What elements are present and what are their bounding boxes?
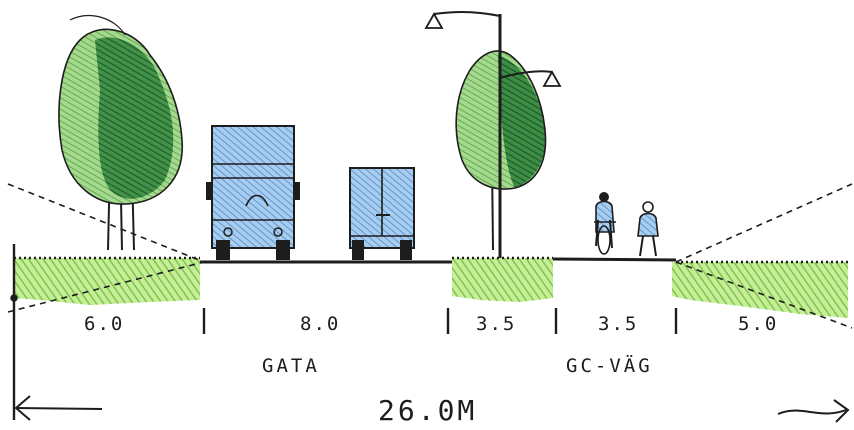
cyclist-icon	[594, 192, 616, 255]
dimension-ticks	[10, 244, 678, 420]
street-lamp-icon	[424, 11, 562, 258]
grass-verge-right	[672, 260, 848, 318]
pedestrian-icon	[637, 201, 659, 257]
cycle-path-surface	[552, 257, 677, 262]
zone-label-street: GATA	[262, 355, 320, 377]
truck-icon	[206, 125, 300, 260]
width-label-carriageway: 8.0	[300, 313, 340, 335]
total-width-label: 26.0M	[378, 394, 477, 427]
arrow-right-icon	[777, 399, 850, 423]
width-label-cycle-path: 3.5	[598, 313, 638, 335]
delivery-van-icon	[349, 167, 415, 260]
width-label-right-verge: 5.0	[738, 313, 778, 335]
width-label-middle-verge: 3.5	[476, 313, 516, 335]
grass-verge-left	[14, 256, 200, 305]
zone-label-cycle-path: GC-VÄG	[566, 354, 653, 377]
arrow-left-icon	[14, 395, 103, 421]
deciduous-tree-icon	[58, 15, 183, 251]
sight-lines	[7, 183, 853, 329]
width-label-left-verge: 6.0	[84, 313, 124, 335]
grass-verge-middle	[452, 256, 553, 302]
